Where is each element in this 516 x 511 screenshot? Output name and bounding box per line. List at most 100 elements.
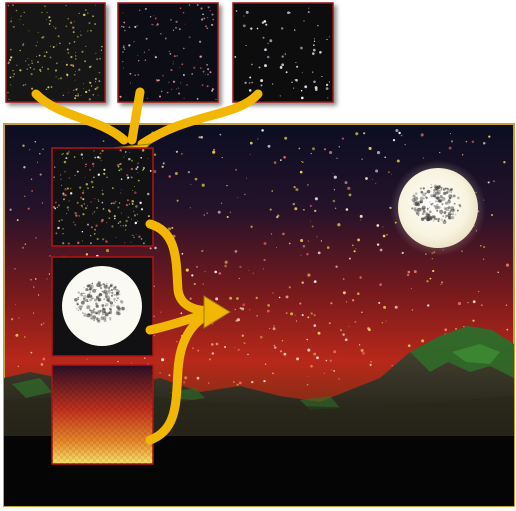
star-dot xyxy=(280,95,281,96)
star-dot xyxy=(264,48,267,51)
star-dot xyxy=(220,134,222,136)
star-dot xyxy=(211,24,213,26)
star-dot xyxy=(82,207,83,208)
star-dot xyxy=(68,151,70,153)
scene-moon xyxy=(390,160,486,256)
star-dot xyxy=(30,279,32,281)
star-dot xyxy=(173,61,174,62)
moon-crater xyxy=(441,213,442,214)
moon-crater xyxy=(423,210,426,213)
star-dot xyxy=(264,242,267,245)
moon-crater xyxy=(457,197,460,200)
star-dot xyxy=(106,177,107,178)
star-dot xyxy=(41,324,43,326)
star-dot xyxy=(102,193,104,195)
star-dot xyxy=(246,178,247,179)
star-dot xyxy=(249,82,251,84)
star-dot xyxy=(17,219,19,221)
star-dot xyxy=(63,95,64,96)
star-dot xyxy=(326,39,327,40)
star-dot xyxy=(408,271,411,274)
star-dot xyxy=(95,5,96,6)
star-dot xyxy=(315,86,318,89)
moon-crater xyxy=(437,218,440,221)
star-dot xyxy=(38,294,39,295)
star-dot xyxy=(97,238,99,240)
star-dot xyxy=(143,169,144,170)
star-dot xyxy=(61,154,62,155)
star-dot xyxy=(467,302,468,303)
moon-crater xyxy=(450,191,452,193)
star-dot xyxy=(293,203,295,205)
star-dot xyxy=(123,225,124,226)
star-dot xyxy=(267,304,270,307)
sky-gradient-layer xyxy=(52,365,153,464)
star-dot xyxy=(135,222,137,224)
star-dot xyxy=(121,178,123,180)
star-dot xyxy=(206,212,208,214)
star-dot xyxy=(355,132,358,135)
star-dot xyxy=(349,326,350,327)
star-dot xyxy=(296,357,299,360)
star-dot xyxy=(96,86,98,88)
star-dot xyxy=(84,203,86,205)
star-dot xyxy=(65,157,67,159)
star-dot xyxy=(138,180,140,182)
star-dot xyxy=(84,209,85,210)
moon-crater xyxy=(88,293,90,295)
star-dot xyxy=(236,297,239,300)
star-dot xyxy=(127,177,129,179)
star-dot xyxy=(144,52,145,53)
moon-crater xyxy=(435,200,437,202)
star-dot xyxy=(213,149,215,151)
star-dot xyxy=(25,84,26,85)
star-dot xyxy=(137,166,139,168)
star-dot xyxy=(260,79,263,82)
star-dot xyxy=(234,347,235,348)
star-dot xyxy=(66,73,67,74)
star-dot xyxy=(148,49,149,50)
star-dot xyxy=(212,19,214,21)
moon-crater xyxy=(78,291,80,293)
star-dot xyxy=(370,364,372,366)
star-dot xyxy=(280,159,282,161)
star-dot xyxy=(421,133,424,136)
star-dot xyxy=(193,67,195,69)
star-dot xyxy=(270,209,272,211)
moon-crater xyxy=(420,187,422,189)
star-dot xyxy=(161,91,163,93)
moon-crater xyxy=(85,288,88,291)
moon-crater xyxy=(96,312,98,314)
star-dot xyxy=(73,222,74,223)
star-dot xyxy=(458,302,461,305)
moon-crater xyxy=(445,215,448,218)
star-dot xyxy=(87,12,88,13)
star-dot xyxy=(35,141,36,142)
moon-crater xyxy=(102,283,104,285)
star-dot xyxy=(240,307,242,309)
star-dot xyxy=(296,320,297,321)
moon-crater xyxy=(95,303,98,306)
moon-crater xyxy=(423,198,425,200)
moon-crater xyxy=(84,313,86,315)
star-dot xyxy=(49,255,50,256)
star-dot xyxy=(324,373,325,374)
star-dot xyxy=(210,71,212,73)
star-dot xyxy=(300,171,303,174)
star-dot xyxy=(78,93,79,94)
star-dot xyxy=(160,33,162,35)
moon-crater xyxy=(111,289,113,291)
star-dot xyxy=(269,328,270,329)
star-dot xyxy=(170,19,172,21)
moon-crater xyxy=(417,203,420,206)
star-dot xyxy=(241,307,244,310)
star-dot xyxy=(308,8,309,9)
star-dot xyxy=(173,81,175,83)
star-dot xyxy=(478,291,479,292)
moon-crater xyxy=(427,214,431,218)
star-dot xyxy=(326,360,328,362)
star-dot xyxy=(184,98,185,99)
moon-crater xyxy=(104,319,107,322)
star-dot xyxy=(68,92,69,93)
moon-crater xyxy=(116,292,119,295)
